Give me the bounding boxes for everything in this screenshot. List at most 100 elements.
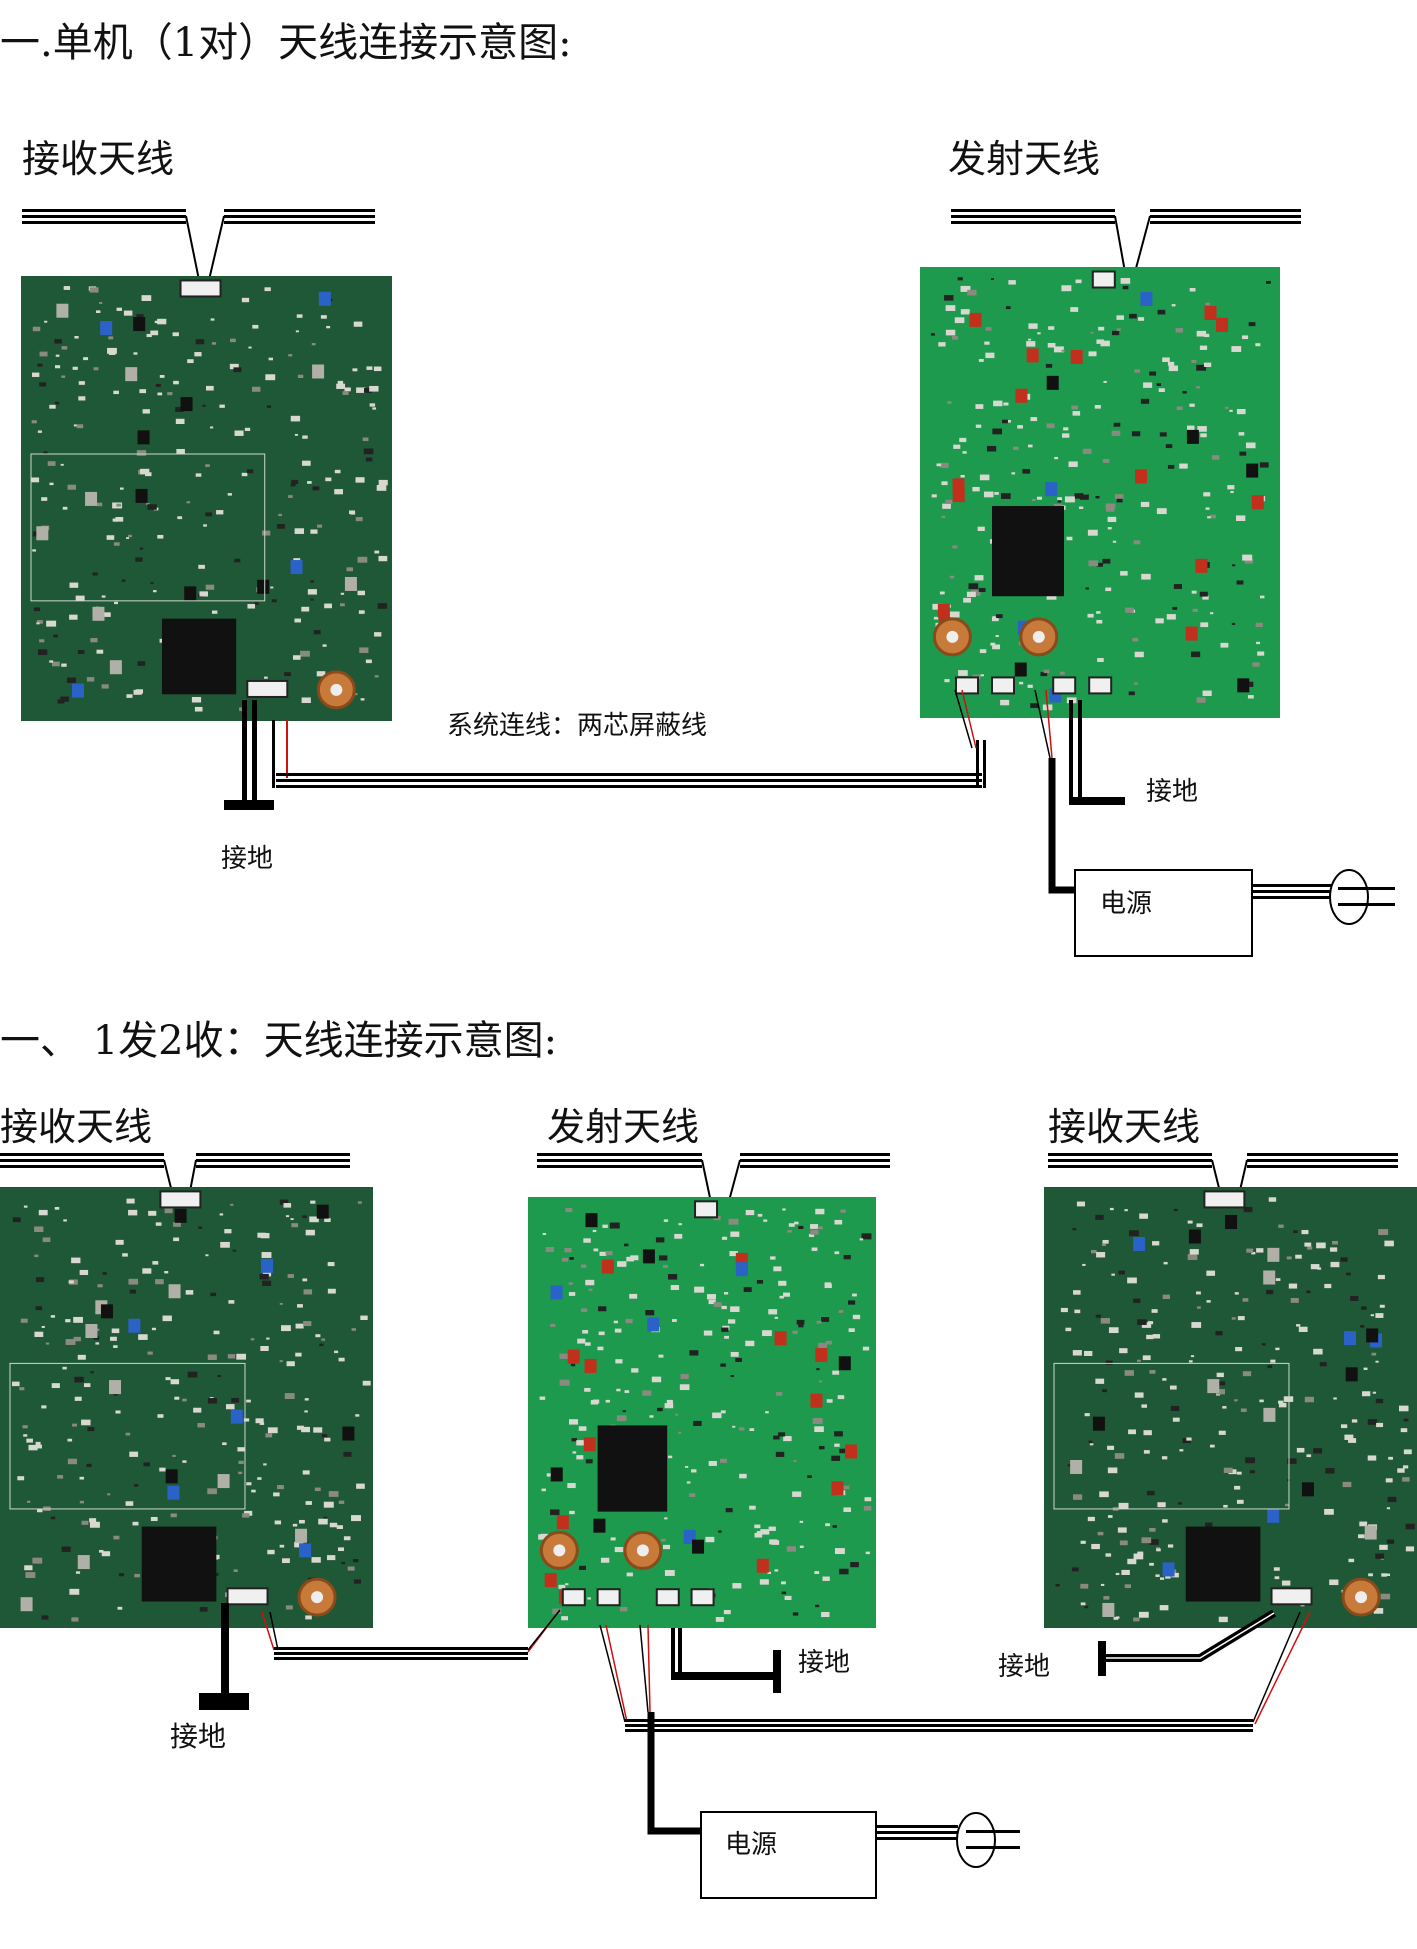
pcb-component [1244,558,1254,564]
pcb-component [713,1302,722,1307]
terminal-connector [596,1588,621,1607]
pcb-component [108,336,114,340]
pcb-component [1066,536,1073,541]
terminal-connector [1203,1190,1246,1209]
pcb-component [598,1306,607,1312]
pcb-component [63,1219,67,1222]
pcb-component [699,1263,705,1267]
toroid-core [1355,1591,1368,1604]
pcb-component [1107,1467,1118,1474]
pcb-component [814,1426,824,1433]
pcb-component [51,1383,60,1389]
pcb-component [663,1264,668,1268]
pcb-component [1088,351,1097,357]
toroid-core [636,1544,649,1557]
pcb-component [675,1413,679,1416]
pcb-component [980,674,984,677]
pcb-component [238,1460,244,1464]
pcb-component [1186,429,1199,444]
pcb-component [834,1251,840,1255]
pcb-component [664,1570,675,1576]
pcb-component [1161,1456,1168,1460]
pcb-component [774,1569,779,1572]
pcb-component [290,1218,294,1221]
pcb-component [173,380,179,385]
pcb-component [303,1289,313,1295]
pcb-component [135,488,148,503]
pcb-component [184,586,197,601]
pcb-component [1247,695,1254,699]
pcb-component [1022,469,1031,474]
pcb-component [39,351,48,357]
pcb-component [972,486,980,492]
pcb-component [314,1487,321,1492]
pcb-component [55,365,61,369]
pcb-component [720,1363,726,1367]
pcb-component [150,1516,158,1522]
pcb-component [71,1257,81,1264]
pcb-component [167,1485,180,1500]
pcb-component [95,1342,100,1345]
pcb-component [1102,1389,1107,1393]
pcb-component [754,1524,761,1529]
pcb-component [125,1501,134,1506]
power-label: 电源 [1100,889,1152,919]
pcb-component [843,1507,852,1512]
section2-title: 一、 1发2收：天线连接示意图: [0,1018,557,1064]
pcb-component [1045,482,1058,497]
pcb-component [1386,1539,1395,1544]
pcb-component [1102,1602,1115,1617]
pcb-component [1332,1240,1338,1245]
pcb-component [775,1451,785,1457]
pcb-component [1400,1428,1408,1433]
pcb-component [952,336,959,340]
terminal-connector [1270,1587,1313,1606]
pcb-component [78,381,85,385]
pcb-component [799,1520,804,1523]
pcb-component [92,606,105,621]
pcb-component [1206,1300,1211,1303]
pcb-component [128,1209,138,1216]
pcb-component [757,1213,763,1217]
pcb-component [53,634,58,638]
pcb-component [355,1414,360,1417]
pcb-component [294,618,301,623]
pcb-component [77,1555,90,1570]
pcb-component [624,1243,629,1247]
pcb-component [843,1485,850,1490]
pcb-component [730,1306,740,1312]
pcb-component [165,1469,178,1484]
pcb-component [274,1520,282,1525]
pcb-component [962,451,967,454]
pcb-component [1147,1321,1154,1325]
pcb-component [756,1531,763,1535]
pcb-component [582,1330,589,1334]
pcb-component [1140,291,1153,306]
pcb-component [1047,342,1056,348]
pcb-component [1340,1257,1348,1262]
pcb-component [1403,1449,1412,1455]
pcb-component [237,1447,245,1452]
pcb-component [1307,1246,1313,1250]
pcb-component [71,1617,79,1622]
pcb-component [1134,1392,1144,1398]
pcb-component [1319,1362,1327,1367]
pcb-component [17,1476,25,1481]
pcb-component [1375,1553,1385,1559]
pcb-component [839,1448,847,1454]
pcb-component [75,595,85,601]
pcb-component [567,1483,576,1489]
pcb-component [1079,494,1089,500]
pcb-component [593,1518,606,1533]
pcb-component [760,1529,770,1535]
pcb-component [1048,326,1055,330]
pcb-component [259,1273,269,1280]
pcb-component [1037,332,1041,335]
pcb-component [735,1357,742,1362]
pcb-component [931,494,937,498]
pcb-component [689,1493,696,1497]
pcb-component [1116,328,1121,331]
terminal-connector [1091,270,1116,289]
pcb-component [645,1310,655,1316]
pcb-component [324,1437,331,1442]
